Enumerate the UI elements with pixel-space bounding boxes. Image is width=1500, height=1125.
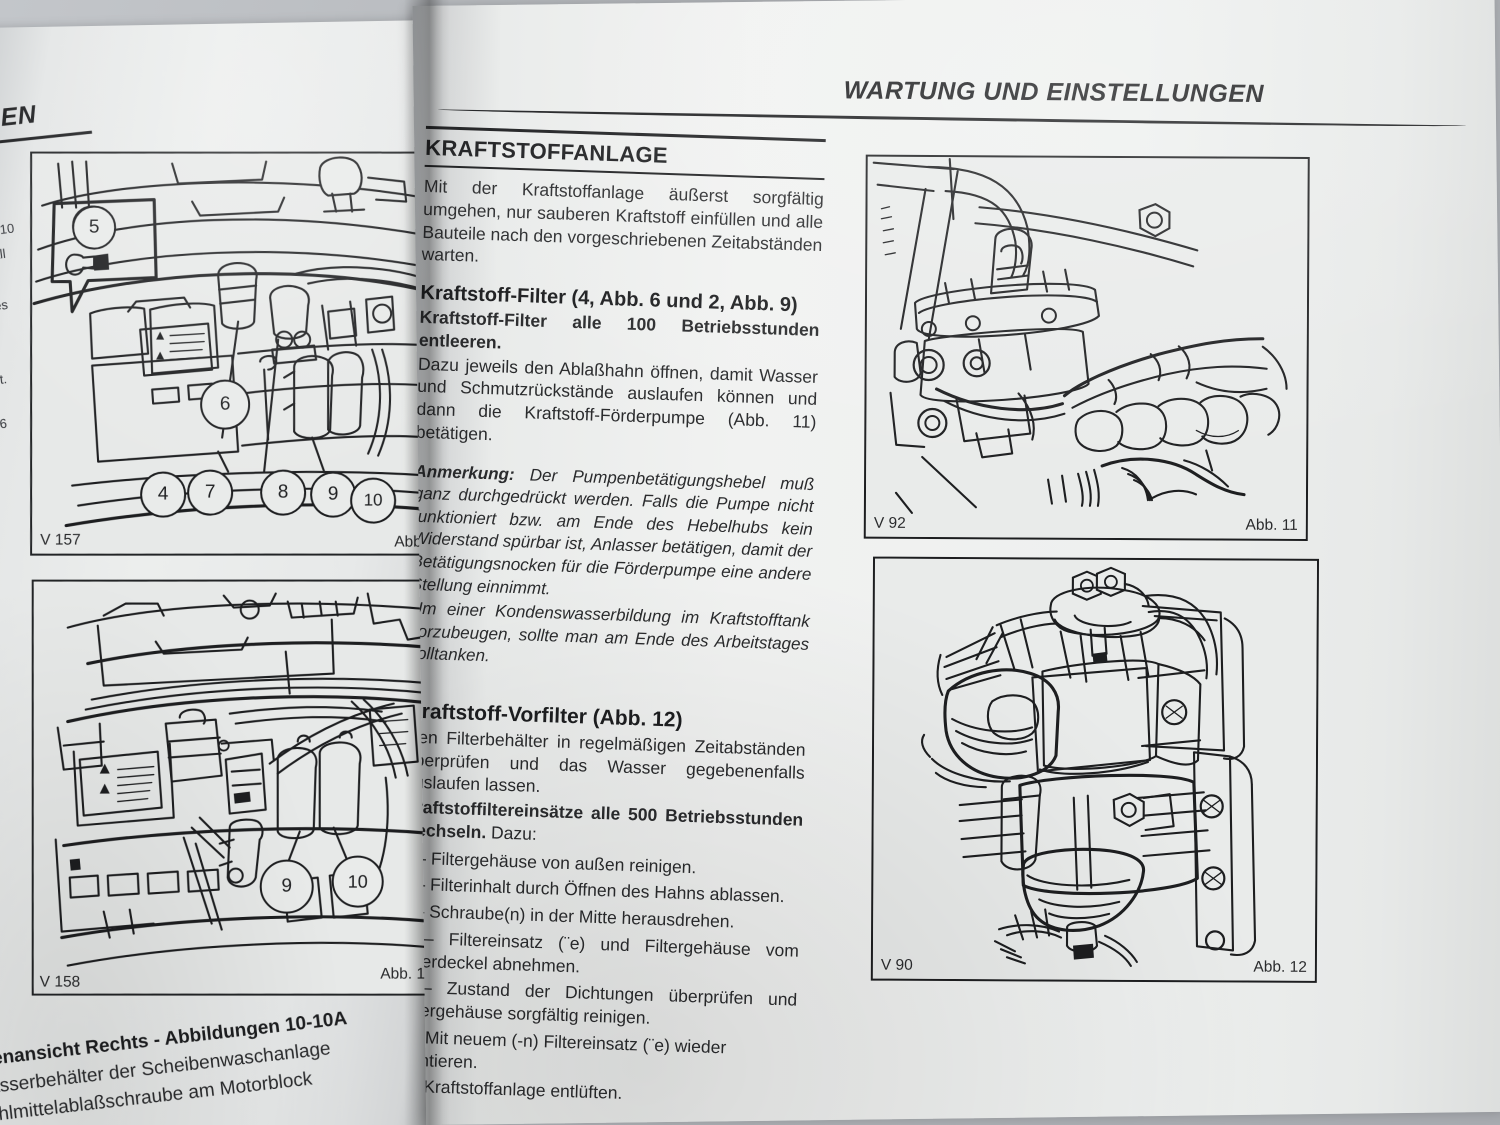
figure-11-caption: Abb. 11 bbox=[1245, 516, 1298, 534]
left-margin-fragment: rung des bbox=[0, 296, 9, 318]
step-item: 5 – Zustand der Dichtungen überprüfen un… bbox=[412, 976, 798, 1029]
left-page-header-fragment: LUNGEN bbox=[0, 100, 38, 140]
subsection-1-body: Dazu jeweils den Ablaßhahn öffnen, damit… bbox=[415, 353, 819, 445]
figure-12-caption: Abb. 12 bbox=[1253, 958, 1307, 976]
left-figure-bottom: 9 10 V 158 Abb. 10 bbox=[31, 579, 440, 996]
callout-4: 4 bbox=[140, 471, 187, 518]
left-margin-fragment: Abb. 6 bbox=[0, 415, 8, 435]
note-block: Anmerkung: Der Pumpenbetätigungshebel mu… bbox=[413, 460, 815, 609]
callout-9: 9 bbox=[310, 471, 357, 518]
subsection-2-bold-tail: Dazu: bbox=[485, 822, 538, 844]
figure-11-code: V 92 bbox=[873, 514, 906, 532]
left-figure-bottom-code: V 158 bbox=[39, 973, 81, 991]
callout-10: 10 bbox=[331, 855, 384, 908]
engine-side-view-drawing bbox=[33, 581, 438, 994]
figure-11: V 92 Abb. 11 bbox=[863, 154, 1310, 541]
note-follow: Um einer Kondenswasserbildung im Kraftst… bbox=[412, 598, 811, 666]
note-text: Der Pumpenbetätigungshebel muß ganz durc… bbox=[412, 465, 815, 598]
step-item: 6 – Mit neuem (-n) Filtereinsatz (¨e) wi… bbox=[412, 1026, 727, 1072]
left-caption-block: Seitenansicht Rechts - Abbildungen 10-10… bbox=[0, 999, 432, 1125]
right-text-column: KRAFTSTOFFANLAGE Mit der Kraftstoffanlag… bbox=[413, 121, 839, 1125]
callout-5: 5 bbox=[72, 205, 117, 250]
figure-12-code: V 90 bbox=[880, 956, 913, 974]
subsection-2-body: Den Filterbehälter in regelmäßigen Zeita… bbox=[412, 726, 806, 797]
callout-7: 7 bbox=[187, 469, 234, 516]
left-margin-fragment: ervalle 10 bbox=[0, 220, 16, 242]
callout-8: 8 bbox=[260, 469, 307, 516]
left-margin-fragment: kann ist. bbox=[0, 371, 8, 392]
note-label: Anmerkung: bbox=[414, 461, 515, 484]
fuel-prefilter-hand-drawing bbox=[872, 558, 1318, 981]
fuel-lift-pump-hand-drawing bbox=[865, 156, 1308, 539]
left-page: LUNGEN ervalle 10 ollbervall rung des "M… bbox=[0, 20, 450, 1125]
left-margin-fragment: ollbervall bbox=[0, 245, 7, 268]
left-figure-top: 5 6 4 7 8 9 10 V 157 Abb. bbox=[30, 151, 435, 556]
callout-9: 9 bbox=[259, 859, 314, 914]
section-intro: Mit der Kraftstoffanlage äußerst sorgfäl… bbox=[421, 175, 825, 266]
callout-6: 6 bbox=[200, 379, 251, 430]
left-margin-fragment: linder) bbox=[0, 438, 1, 457]
right-page: WARTUNG UND EINSTELLUNGEN KRAFTSTOFFANLA… bbox=[412, 0, 1500, 1125]
left-figure-top-code: V 157 bbox=[40, 531, 81, 549]
callout-10: 10 bbox=[350, 477, 397, 524]
figure-12: V 90 Abb. 12 bbox=[870, 556, 1320, 983]
left-page-header-rule bbox=[0, 130, 93, 152]
right-page-header: WARTUNG UND EINSTELLUNGEN bbox=[843, 76, 1265, 109]
step-item: 4 – Filtereinsatz (¨e) und Filtergehäuse… bbox=[412, 927, 800, 977]
